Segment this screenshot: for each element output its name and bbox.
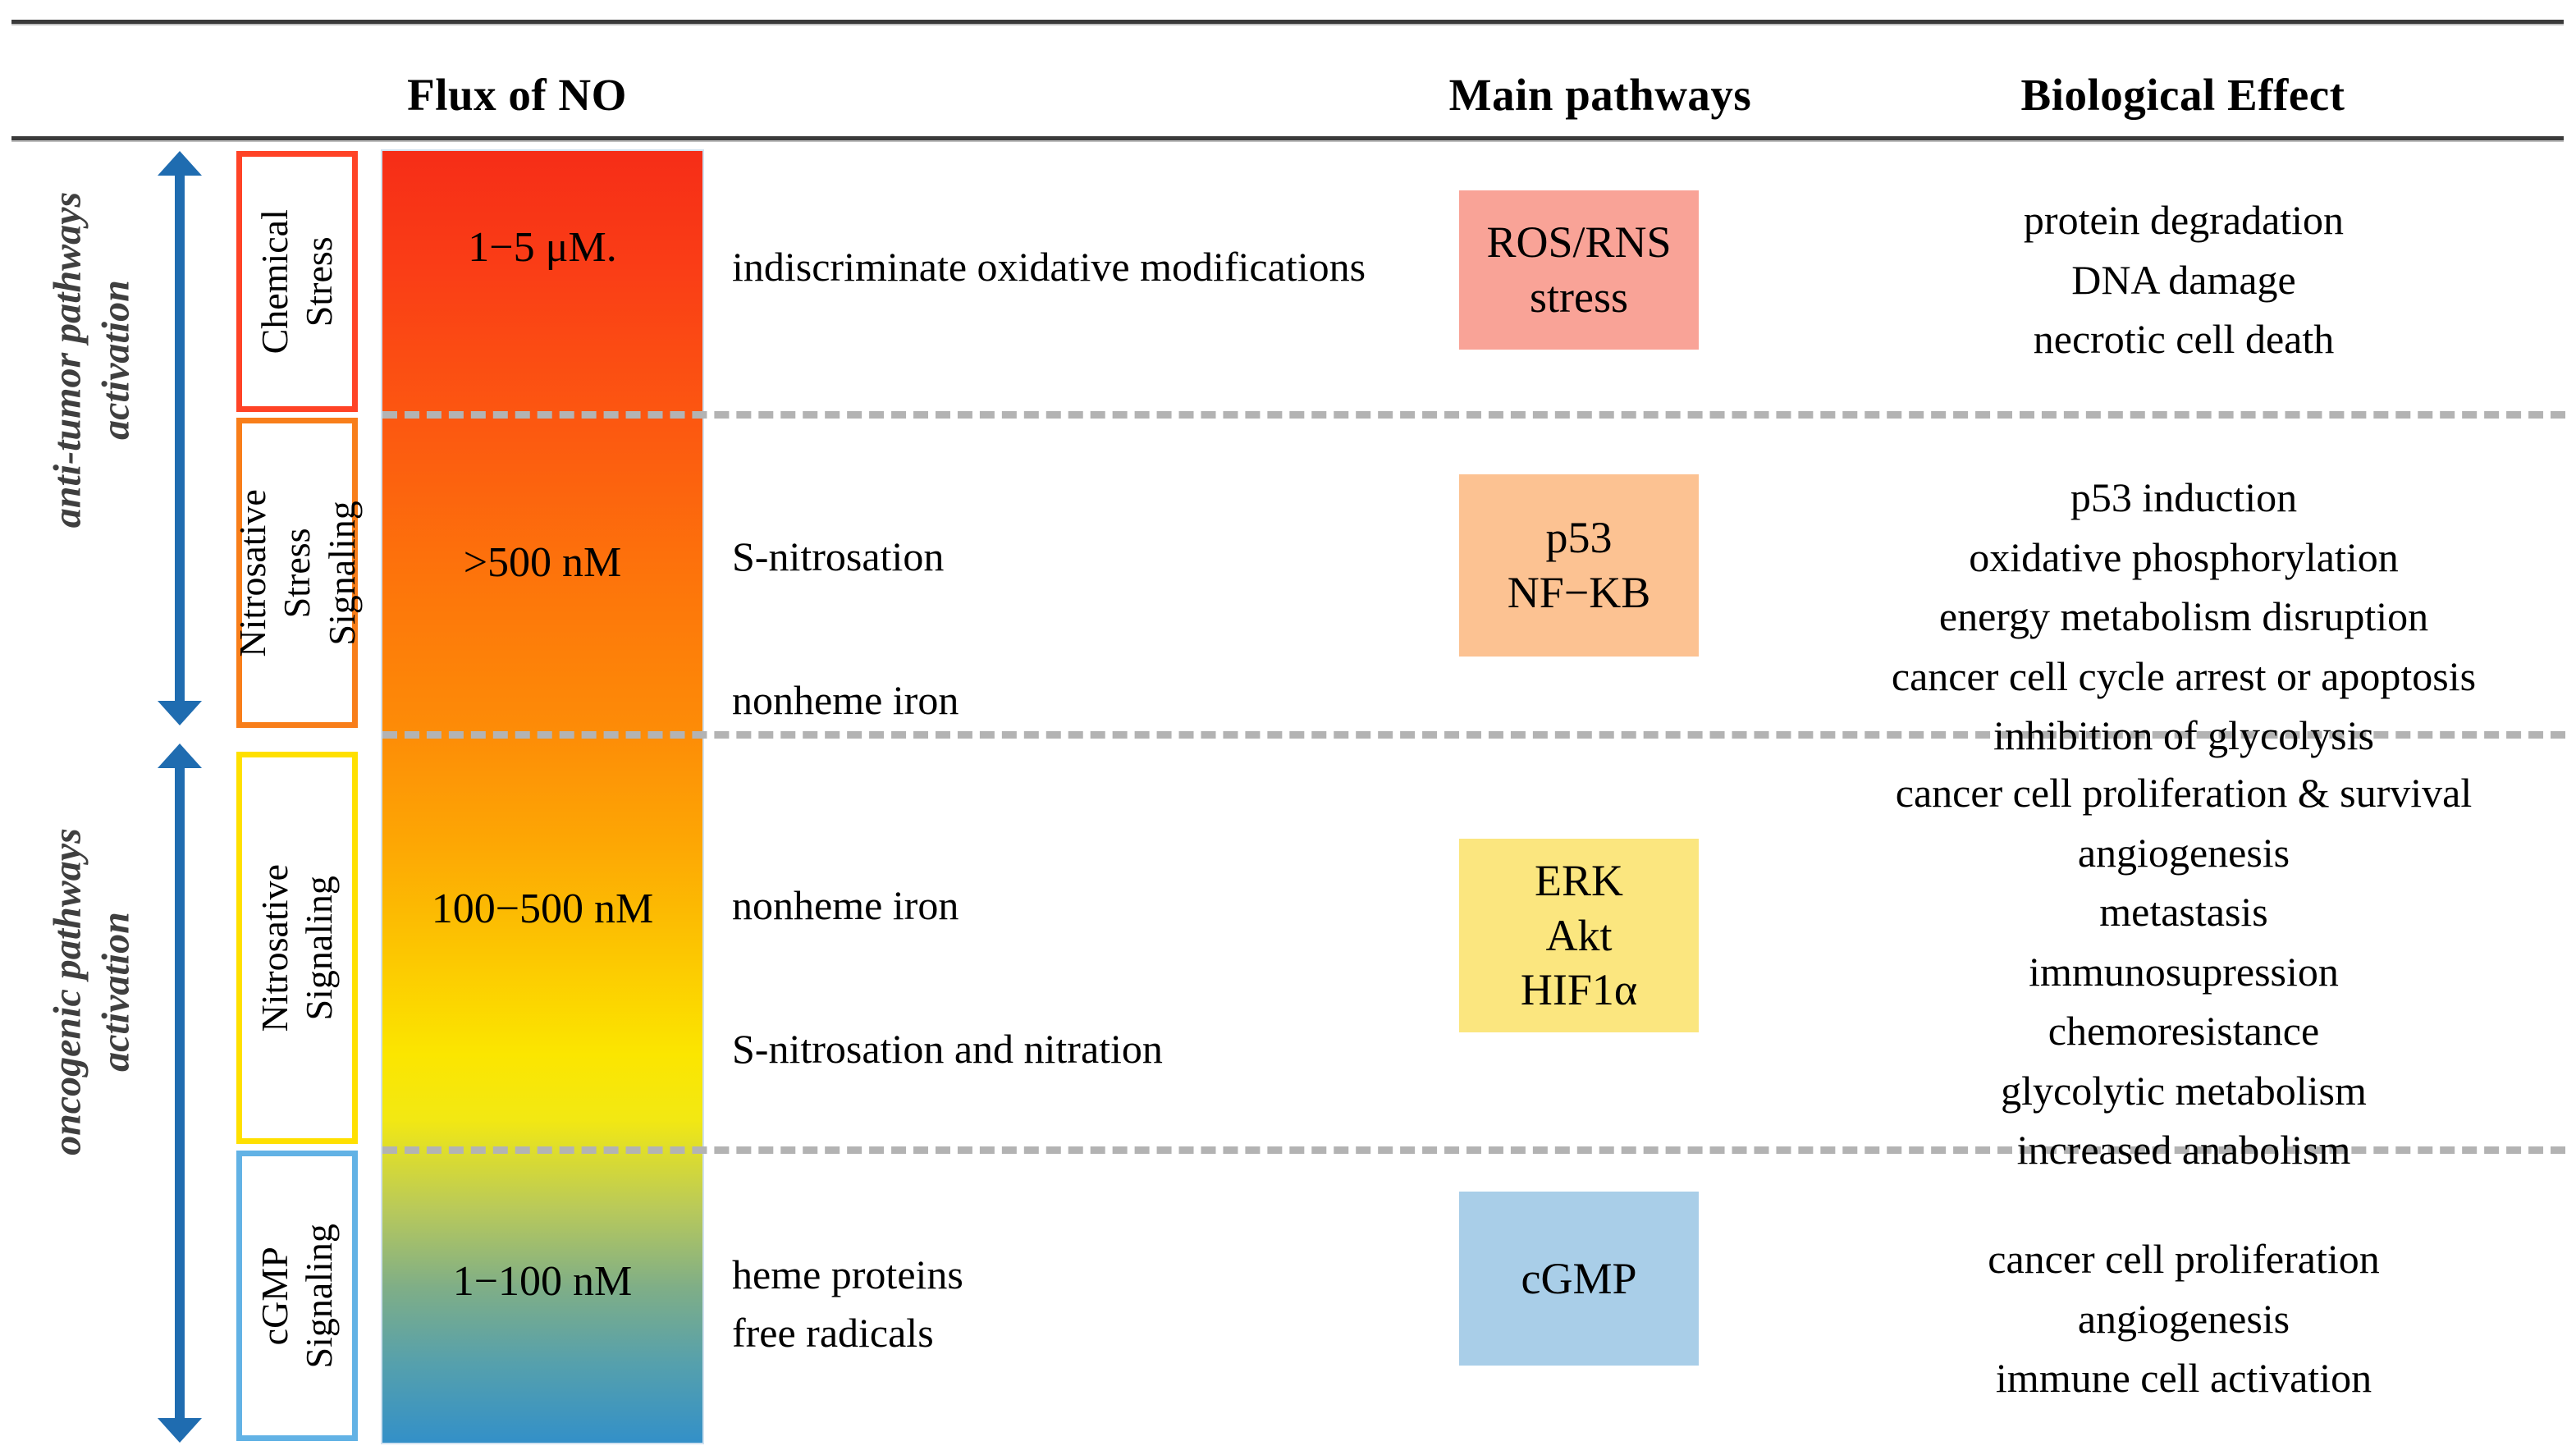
category-label: cGMP Signaling xyxy=(253,1223,340,1369)
row-separator-2 xyxy=(382,731,2565,739)
column-header-biological-effect: Biological Effect xyxy=(2020,70,2345,120)
arrow-head-up-icon xyxy=(158,744,202,768)
double-arrow-icon-oncogenic xyxy=(158,744,202,1443)
arrow-shaft xyxy=(175,172,185,704)
category-label: Nitrosative Signaling xyxy=(253,863,340,1032)
category-box-nitrosative-stress-signaling: Nitrosative Stress Signaling xyxy=(231,418,362,728)
arrow-head-up-icon xyxy=(158,151,202,176)
column-header-main-pathways: Main pathways xyxy=(1448,70,1752,120)
mechanism-text-nitrosative-stress: S-nitrosation nonheme iron xyxy=(732,533,959,723)
pathway-box-erk-akt-hif1a: ERK Akt HIF1α xyxy=(1459,839,1699,1032)
header-rule-top xyxy=(11,20,2564,25)
biological-effect-nitrosative-stress: p53 induction oxidative phosphorylation … xyxy=(1891,474,2477,758)
row-separator-1 xyxy=(382,411,2565,419)
category-label: Chemical Stress xyxy=(253,208,340,355)
arrow-head-down-icon xyxy=(158,1418,202,1443)
category-box-chemical-stress: Chemical Stress xyxy=(236,151,358,412)
mechanism-text-nitrosative-signaling: nonheme iron S-nitrosation and nitration xyxy=(732,882,1163,1072)
group-label-anti-tumor: anti-tumor pathways activation xyxy=(45,191,137,528)
category-box-cgmp-signaling: cGMP Signaling xyxy=(236,1151,358,1441)
pathway-box-p53-nfkb: p53 NF−KB xyxy=(1459,474,1699,657)
concentration-label-cgmp-signaling: 1−100 nM xyxy=(452,1258,633,1305)
category-box-nitrosative-signaling: Nitrosative Signaling xyxy=(236,752,358,1144)
group-label-oncogenic: oncogenic pathways activation xyxy=(45,828,137,1155)
double-arrow-icon-anti-tumor xyxy=(158,151,202,725)
concentration-label-nitrosative-stress: >500 nM xyxy=(463,539,622,586)
category-label: Nitrosative Stress Signaling xyxy=(231,488,363,657)
no-flux-gradient-bar xyxy=(382,151,702,1443)
pathway-box-cgmp: cGMP xyxy=(1459,1192,1699,1366)
arrow-head-down-icon xyxy=(158,701,202,725)
concentration-label-chemical-stress: 1−5 μM. xyxy=(468,224,617,271)
column-header-flux-of-no: Flux of NO xyxy=(407,70,627,120)
arrow-shaft xyxy=(175,765,185,1421)
biological-effect-cgmp-signaling: cancer cell proliferation angiogenesis i… xyxy=(1988,1236,2380,1401)
mechanism-text-cgmp-signaling: heme proteins free radicals xyxy=(732,1251,963,1356)
row-separator-3 xyxy=(382,1146,2565,1154)
pathway-box-ros-rns-stress: ROS/RNS stress xyxy=(1459,190,1699,350)
mechanism-text-chemical-stress: indiscriminate oxidative modifications xyxy=(732,244,1366,290)
header-rule-middle xyxy=(11,136,2564,142)
biological-effect-chemical-stress: protein degradation DNA damage necrotic … xyxy=(2023,197,2345,362)
biological-effect-nitrosative-signaling: cancer cell proliferation & survival ang… xyxy=(1895,770,2473,1173)
concentration-label-nitrosative-signaling: 100−500 nM xyxy=(431,885,654,932)
